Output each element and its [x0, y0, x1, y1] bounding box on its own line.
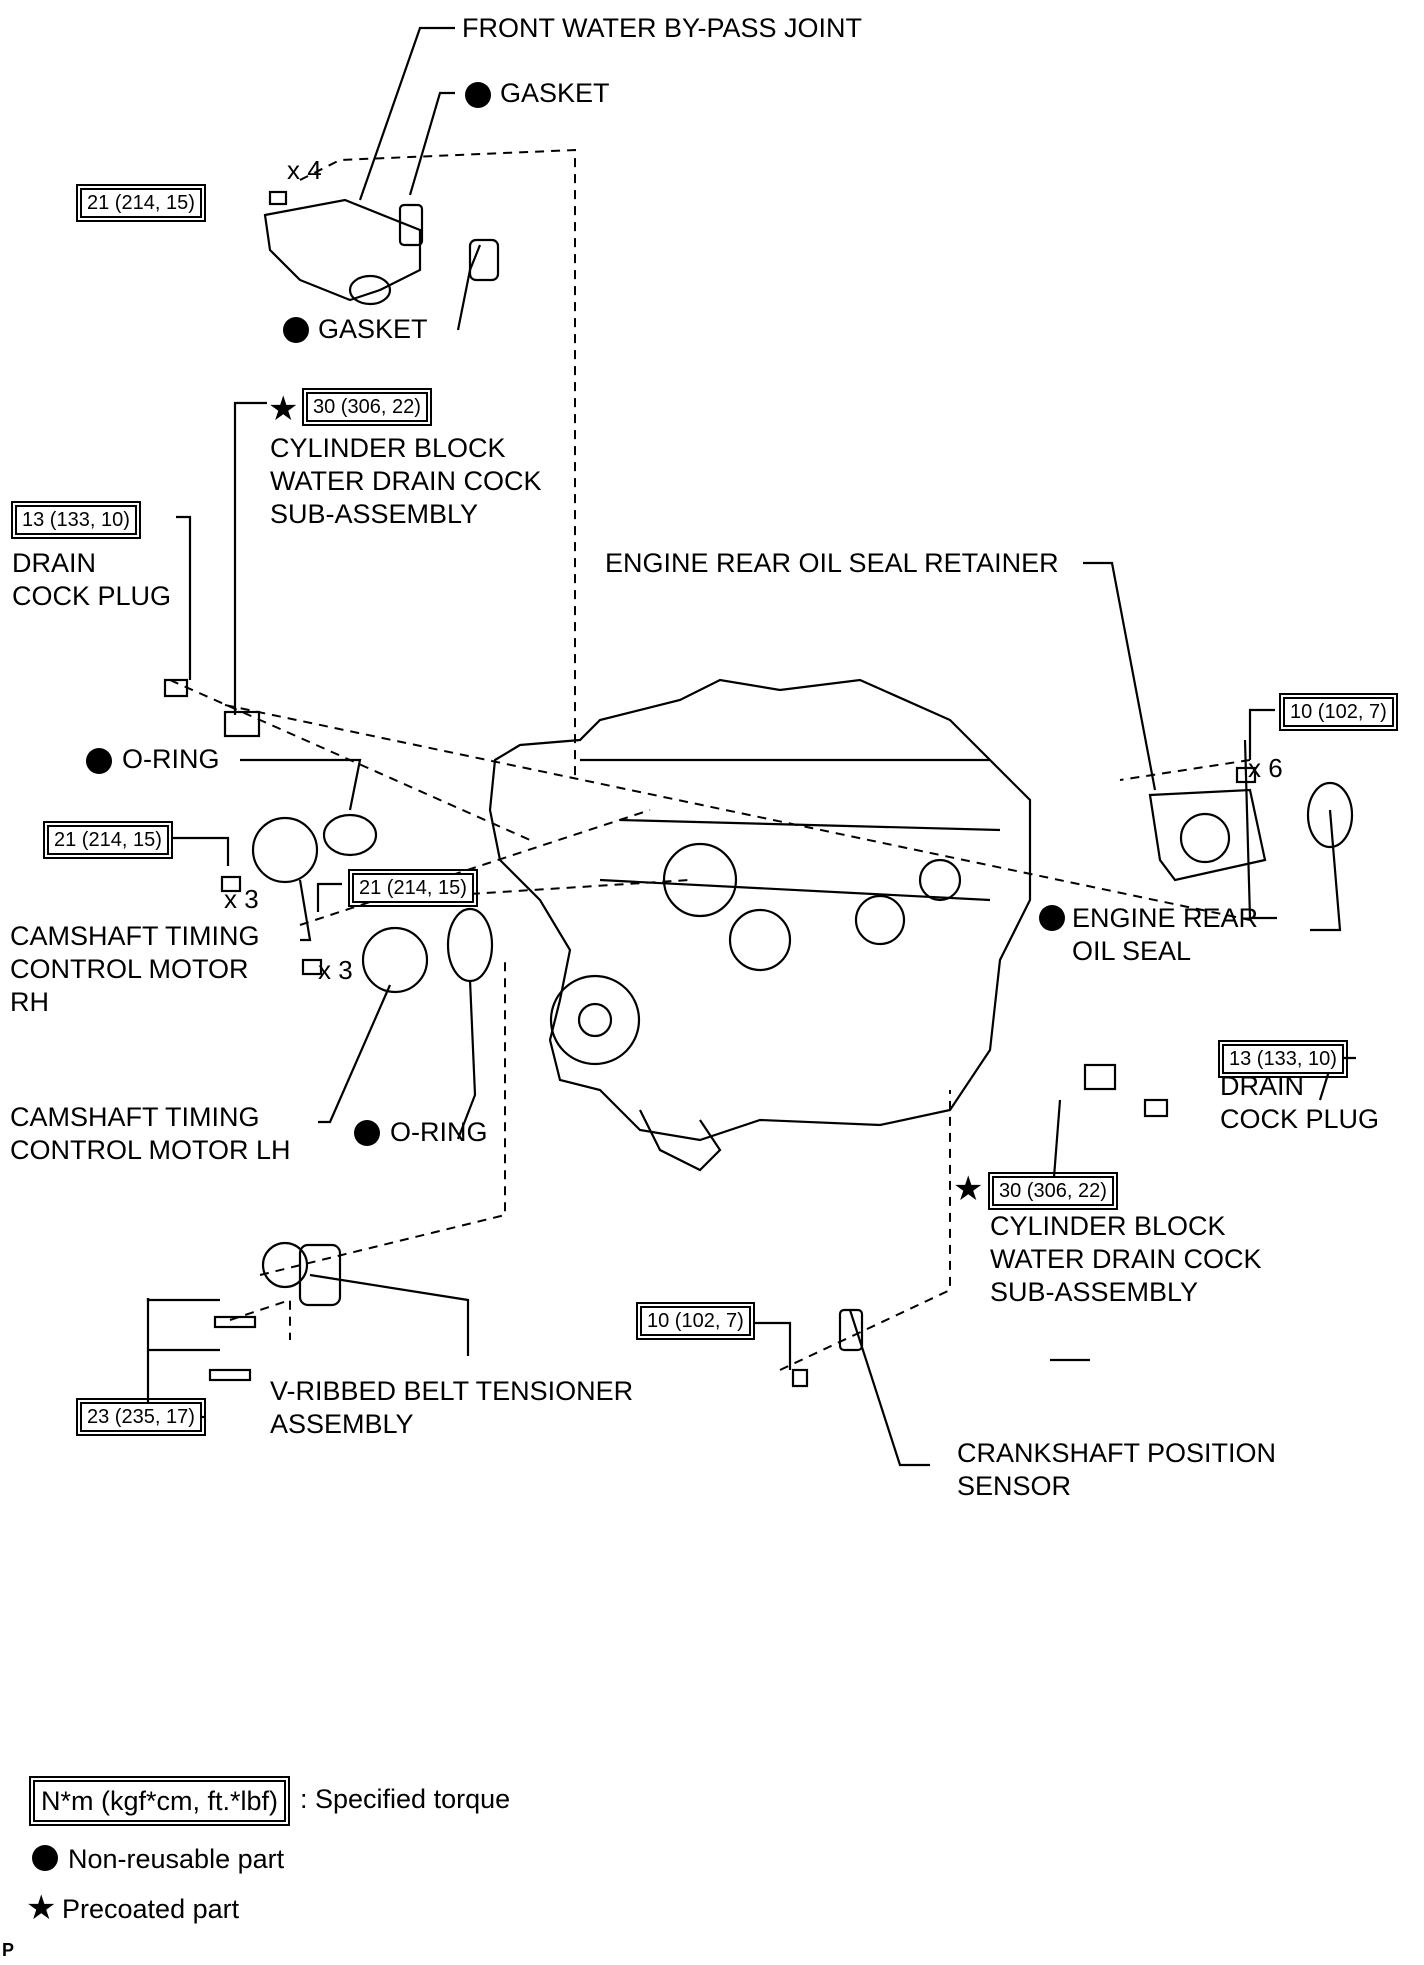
qty-bypass-bolts: x 4 [287, 155, 322, 185]
qty-camshaft-lh-bolts: x 3 [318, 955, 353, 985]
label-v-ribbed-belt-tensioner: V-RIBBED BELT TENSIONER ASSEMBLY [270, 1376, 634, 1439]
legend-non-reusable: Non-reusable part [68, 1844, 285, 1874]
precoated-icon: ★ [26, 1889, 57, 1927]
label-crankshaft-position-sensor: CRANKSHAFT POSITION SENSOR [957, 1438, 1277, 1501]
torque-bypass-joint: 21 (214, 15) [76, 184, 206, 222]
non-reusable-icon [32, 1845, 58, 1871]
qty-retainer-bolts: x 6 [1248, 753, 1283, 783]
torque-camshaft-rh: 21 (214, 15) [43, 821, 173, 859]
torque-crank-sensor: 10 (102, 7) [636, 1302, 755, 1340]
torque-drain-plug-right: 13 (133, 10) [1218, 1040, 1348, 1078]
label-o-ring-top: O-RING [122, 744, 220, 774]
label-front-water-bypass-joint: FRONT WATER BY-PASS JOINT [462, 13, 863, 43]
label-drain-cock-right: CYLINDER BLOCK WATER DRAIN COCK SUB-ASSE… [990, 1211, 1262, 1307]
label-drain-cock-left: CYLINDER BLOCK WATER DRAIN COCK SUB-ASSE… [270, 433, 542, 529]
non-reusable-icon [1039, 905, 1065, 931]
label-engine-rear-oil-seal: ENGINE REAR OIL SEAL [1072, 903, 1259, 966]
legend-torque-box: N*m (kgf*cm, ft.*lbf) [28, 1776, 291, 1826]
torque-drain-cock-left: 30 (306, 22) [302, 388, 432, 426]
torque-tensioner: 23 (235, 17) [76, 1398, 206, 1436]
torque-drain-cock-right: 30 (306, 22) [988, 1172, 1118, 1210]
non-reusable-icon [283, 317, 309, 343]
non-reusable-icon [86, 748, 112, 774]
legend-torque-desc: : Specified torque [300, 1784, 511, 1814]
legend-precoated: Precoated part [62, 1894, 240, 1924]
label-gasket-bottom: GASKET [318, 314, 428, 344]
non-reusable-icon [354, 1120, 380, 1146]
label-engine-rear-oil-seal-retainer: ENGINE REAR OIL SEAL RETAINER [605, 548, 1059, 578]
precoated-icon: ★ [268, 390, 299, 428]
torque-drain-plug-left: 13 (133, 10) [11, 501, 141, 539]
qty-camshaft-rh-bolts: x 3 [224, 884, 259, 914]
label-camshaft-motor-lh: CAMSHAFT TIMING CONTROL MOTOR LH [10, 1102, 291, 1165]
torque-camshaft-lh: 21 (214, 15) [348, 869, 478, 907]
corner-mark: P [2, 1940, 15, 1960]
label-o-ring-bottom: O-RING [390, 1117, 488, 1147]
label-camshaft-motor-rh: CAMSHAFT TIMING CONTROL MOTOR RH [10, 921, 260, 1017]
label-drain-plug-right: DRAIN COCK PLUG [1220, 1071, 1380, 1134]
label-gasket-top: GASKET [500, 78, 610, 108]
label-drain-plug-left: DRAIN COCK PLUG [12, 548, 172, 611]
non-reusable-icon [465, 82, 491, 108]
precoated-icon: ★ [953, 1170, 984, 1208]
torque-oil-seal-retainer: 10 (102, 7) [1279, 693, 1398, 731]
